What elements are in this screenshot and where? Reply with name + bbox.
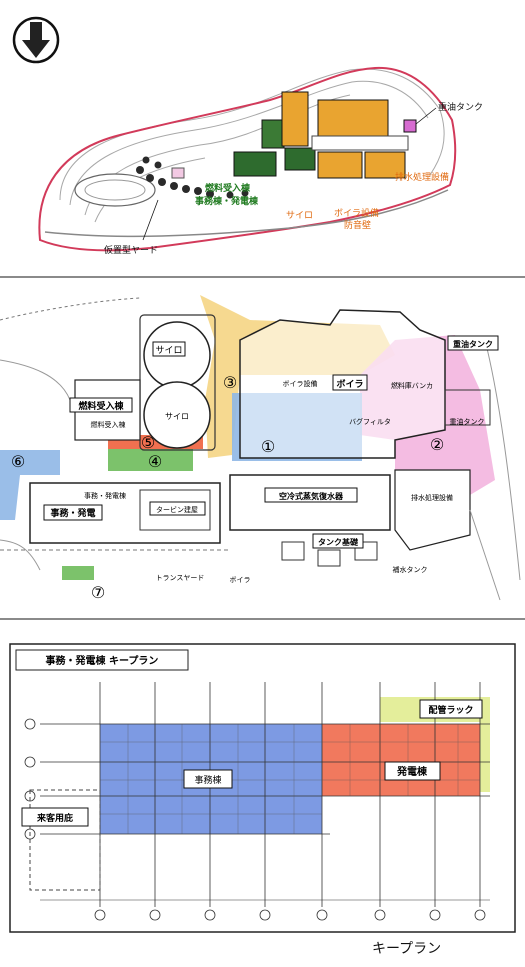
- key-plan-diagram: 事務・発電棟 キープラン: [9, 643, 516, 933]
- building-green-3: [284, 147, 316, 171]
- key-plan-title: 事務・発電棟 キープラン: [46, 654, 159, 667]
- north-arrow-icon: [12, 16, 60, 64]
- label-visitor: 来客用庇: [36, 812, 73, 824]
- temp-yard-area: [74, 173, 156, 207]
- water-treatment-building: [394, 469, 471, 551]
- label-water-treatment: 排水処理設備: [411, 493, 453, 502]
- marker-6: ⑥: [11, 452, 25, 471]
- marker-1: ①: [261, 437, 275, 456]
- label-power: 発電棟: [396, 765, 428, 778]
- label-boiler-bunker: 燃料庫バンカ: [391, 381, 433, 390]
- label-water-treatment: 排水処理設備: [395, 171, 449, 183]
- zone-4-area: [108, 449, 193, 471]
- label-office-power: 事務・発電: [50, 507, 95, 519]
- label-turbine: タービン建屋: [156, 505, 198, 514]
- label-temp-yard: 仮置型ヤード: [104, 244, 158, 256]
- heavy-oil-tank-marker: [403, 119, 417, 133]
- layout-plan-diagram: サイロ サイロ 燃料受入棟 燃料受入棟 ボイラ ボイラ設備 燃料庫バンカ バグフ…: [0, 295, 521, 602]
- marker-2: ②: [430, 435, 444, 454]
- label-dust: 防音壁: [344, 219, 371, 231]
- building-orange-2: [317, 99, 389, 137]
- label-boiler: ボイラ設備: [334, 207, 379, 219]
- building-orange-3: [317, 151, 363, 179]
- marker-3: ③: [223, 373, 237, 392]
- label-silo-bottom: サイロ: [165, 412, 189, 421]
- label-pipe-rack: 配管ラック: [428, 704, 473, 716]
- key-plan-panel: 事務・発電棟 キープラン: [0, 622, 525, 937]
- label-boiler-sub: ボイラ: [230, 576, 251, 584]
- label-heavy-oil-tank: 重油タンク: [453, 339, 493, 349]
- marker-5: ⑤: [141, 433, 155, 452]
- label-water-tank: 補水タンク: [393, 565, 428, 574]
- site-overview-map: 重油タンク 燃料受入棟 事務棟・発電棟 排水処理設備 サイロ ボイラ設備 防音壁…: [12, 16, 483, 256]
- label-boiler-equipment: ボイラ設備: [283, 379, 318, 388]
- panel-divider: [0, 276, 525, 278]
- label-air-cooled: 空冷式蒸気復水器: [279, 491, 344, 501]
- zone-7-area: [62, 566, 94, 580]
- layout-plan-panel: サイロ サイロ 燃料受入棟 燃料受入棟 ボイラ ボイラ設備 燃料庫バンカ バグフ…: [0, 280, 525, 615]
- label-tank-base: タンク基礎: [318, 537, 359, 547]
- label-office-power-top: 事務・発電棟: [84, 491, 126, 500]
- label-heavy-oil-tank: 重油タンク: [438, 101, 483, 113]
- panel-divider: [0, 618, 525, 620]
- label-bag-filter: バグフィルタ: [349, 417, 391, 426]
- zone-6-area: [0, 450, 60, 520]
- label-heavy-oil-tank-small: 重油タンク: [450, 417, 485, 426]
- label-silo: サイロ: [286, 210, 313, 221]
- label-fuel-receiving: 燃料受入棟: [78, 400, 124, 412]
- label-office-power: 事務棟・発電棟: [195, 195, 259, 207]
- label-boiler: ボイラ: [336, 378, 363, 390]
- label-office: 事務棟: [194, 774, 221, 786]
- power-zone: [322, 724, 480, 796]
- label-transformer: トランスヤード: [156, 574, 205, 582]
- building-orange-1: [281, 91, 309, 147]
- building-green-2: [261, 119, 285, 149]
- site-overview-panel: 重油タンク 燃料受入棟 事務棟・発電棟 排水処理設備 サイロ ボイラ設備 防音壁…: [0, 0, 525, 275]
- grid-lines: [40, 682, 490, 907]
- label-fuel-receiving: 燃料受入棟: [205, 182, 251, 194]
- label-fuel-receiving-sub: 燃料受入棟: [91, 420, 126, 429]
- marker-4: ④: [148, 452, 162, 471]
- visitor-canopy: [29, 789, 101, 891]
- marker-7: ⑦: [91, 583, 105, 602]
- key-plan-caption: キープラン: [372, 941, 442, 957]
- pipe-rack-area: [380, 697, 490, 792]
- building-green-1: [233, 151, 277, 177]
- label-silo-top: サイロ: [155, 345, 182, 356]
- silo-bottom: [143, 381, 211, 449]
- site-boundary: [38, 66, 457, 252]
- tree-markers: [136, 156, 249, 199]
- building-orange-4: [364, 151, 406, 179]
